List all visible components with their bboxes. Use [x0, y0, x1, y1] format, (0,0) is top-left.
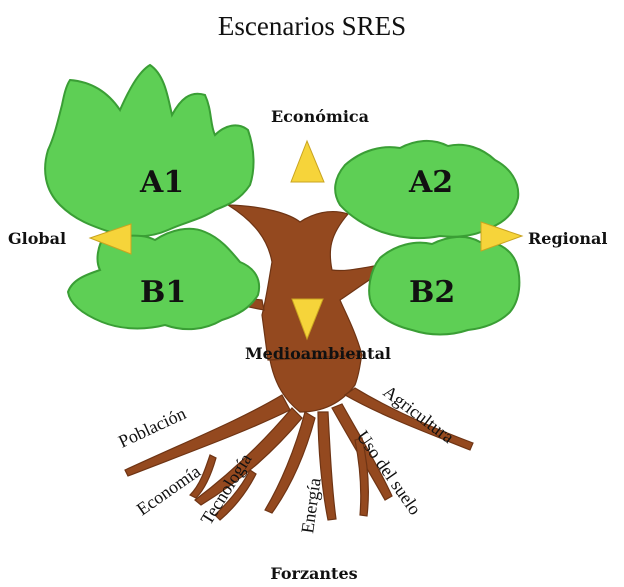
foliage: [44, 63, 521, 336]
roots: [124, 354, 474, 521]
regional-arrow-icon: [480, 221, 524, 252]
scenario-b2-label: B2: [409, 275, 455, 310]
direction-arrows: [88, 139, 524, 341]
scenario-a2-label: A2: [408, 165, 453, 200]
driver-label: Energía: [297, 477, 325, 535]
driver-label: Población: [115, 403, 189, 452]
axis-label-environmental: Medioambiental: [245, 344, 391, 363]
axis-label-global: Global: [8, 229, 66, 248]
canopy-a1: [44, 63, 255, 238]
drivers-caption: Forzantes: [270, 564, 357, 583]
diagram-title: Escenarios SRES: [218, 11, 406, 41]
canopy-b1: [66, 227, 260, 331]
axis-label-regional: Regional: [528, 229, 608, 248]
environmental-arrow-icon: [291, 298, 324, 341]
canopy-a2: [334, 140, 520, 240]
scenario-b1-label: B1: [140, 275, 186, 310]
scenario-a1-label: A1: [139, 165, 184, 200]
canopy-b2: [368, 236, 521, 336]
axis-label-economic: Económica: [271, 107, 369, 126]
economic-arrow-icon: [290, 139, 325, 183]
global-arrow-icon: [88, 223, 132, 255]
